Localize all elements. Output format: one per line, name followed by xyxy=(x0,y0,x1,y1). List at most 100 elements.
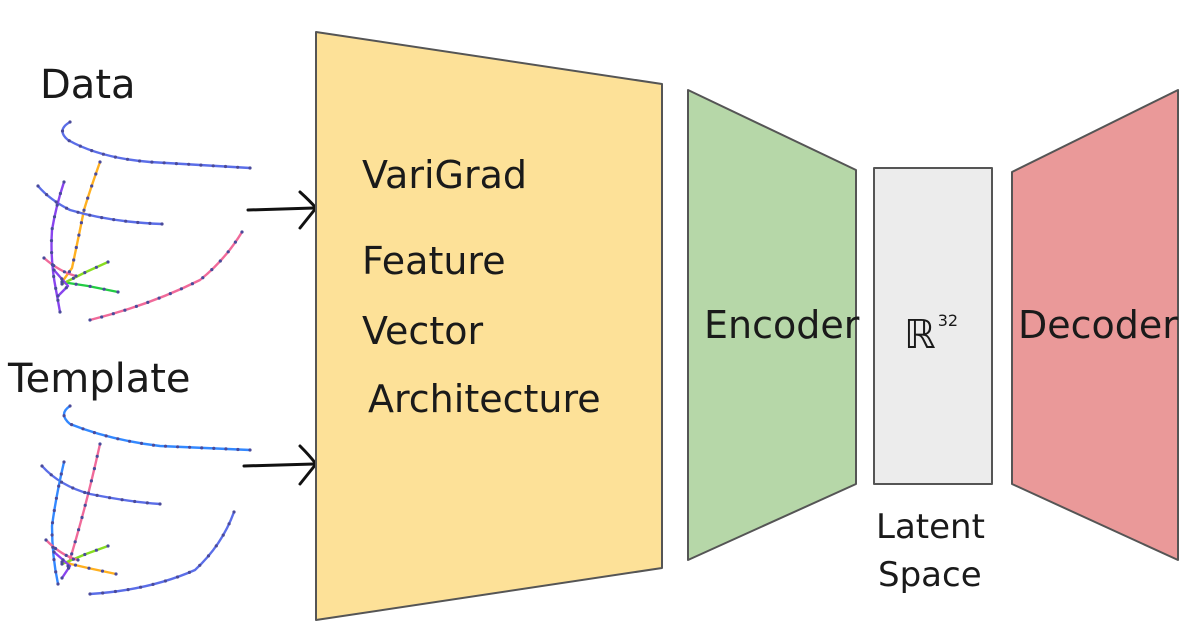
skeleton-joint-marker xyxy=(57,484,61,488)
skeleton-joint-marker xyxy=(44,538,48,542)
skeleton-joint-marker xyxy=(146,300,150,304)
data-curve-fingers-a xyxy=(60,280,120,294)
skeleton-joint-marker xyxy=(77,528,81,532)
skeleton-joint-marker xyxy=(138,159,142,163)
skeleton-joint-marker xyxy=(179,287,183,291)
skeleton-joint-marker xyxy=(188,445,192,449)
skeleton-joint-marker xyxy=(50,533,54,537)
skeleton-joint-marker xyxy=(60,129,65,133)
skeleton-joint-marker xyxy=(54,286,58,290)
data-curve-top xyxy=(61,120,252,170)
skeleton-joint-marker xyxy=(187,570,191,575)
data-label: Data xyxy=(40,62,136,108)
template-curve-fingers-c xyxy=(52,550,72,580)
skeleton-joint-marker xyxy=(139,585,143,589)
skeleton-joint-marker xyxy=(236,447,240,452)
skeleton-joint-marker xyxy=(226,250,230,254)
skeleton-joint-marker xyxy=(77,233,81,237)
skeleton-joint-marker xyxy=(67,270,71,274)
skeleton-joint-marker xyxy=(83,552,87,557)
skeleton-joint-marker xyxy=(79,221,83,225)
skeleton-joint-marker xyxy=(50,521,55,525)
skeleton-joint-marker xyxy=(101,152,105,156)
skeleton-joint-marker xyxy=(120,498,124,502)
skeleton-joint-marker xyxy=(58,191,63,196)
feature-line-2: Feature xyxy=(362,239,506,283)
skeleton-joint-marker xyxy=(67,566,71,570)
skeleton-joint-marker xyxy=(52,215,57,219)
encoder-label: Encoder xyxy=(704,303,860,347)
skeleton-joint-marker xyxy=(102,287,106,291)
skeleton-joint-marker xyxy=(187,162,191,166)
skeleton-joint-marker xyxy=(76,558,80,562)
skeleton-joint-marker xyxy=(125,157,130,161)
skeleton-joint-marker xyxy=(87,566,91,570)
skeleton-joint-marker xyxy=(82,208,86,212)
skeleton-joint-marker xyxy=(62,414,66,418)
skeleton-joint-marker xyxy=(94,265,98,269)
skeleton-joint-marker xyxy=(55,203,59,207)
skeleton-joint-marker xyxy=(100,315,104,319)
skeleton-joint-marker xyxy=(124,219,128,223)
skeleton-joint-marker xyxy=(54,200,58,204)
skeleton-joint-marker xyxy=(52,558,56,562)
feature-line-3: Vector xyxy=(362,309,483,353)
arrow-template-to-feature xyxy=(242,444,318,486)
skeleton-joint-marker xyxy=(223,164,228,169)
skeleton-joint-marker xyxy=(59,480,64,484)
skeleton-joint-marker xyxy=(233,240,237,244)
skeleton-joint-marker xyxy=(74,282,78,286)
skeleton-joint-marker xyxy=(58,310,62,314)
skeleton-joint-marker xyxy=(174,162,178,166)
skeleton-joint-marker xyxy=(240,230,244,234)
skeleton-joint-marker xyxy=(68,404,72,408)
skeleton-joint-marker xyxy=(151,443,156,447)
arrow-data-to-feature xyxy=(246,190,318,230)
skeleton-joint-marker xyxy=(88,592,92,596)
skeleton-joint-marker xyxy=(49,473,53,477)
skeleton-joint-marker xyxy=(56,298,60,302)
skeleton-joint-marker xyxy=(54,496,59,500)
skeleton-joint-marker xyxy=(94,172,98,176)
encoder-block xyxy=(687,89,857,561)
skeleton-joint-marker xyxy=(212,446,216,450)
skeleton-joint-marker xyxy=(60,282,64,286)
skeleton-joint-marker xyxy=(206,554,211,558)
skeleton-joint-marker xyxy=(106,260,110,264)
skeleton-joint-marker xyxy=(78,144,82,148)
skeleton-joint-marker xyxy=(73,540,77,544)
skeleton-joint-marker xyxy=(88,284,92,288)
skeleton-joint-marker xyxy=(45,193,49,197)
skeleton-joint-marker xyxy=(68,120,72,124)
skeleton-joint-marker xyxy=(52,268,56,272)
latent-caption-line-1: Latent xyxy=(876,507,985,547)
skeleton-joint-marker xyxy=(92,431,96,435)
skeleton-joint-marker xyxy=(176,445,180,449)
feature-block xyxy=(315,31,663,621)
skeleton-joint-marker xyxy=(89,479,93,483)
skeleton-joint-marker xyxy=(198,563,202,567)
skeleton-joint-marker xyxy=(100,216,104,220)
skeleton-joint-marker xyxy=(52,550,56,554)
skeleton-joint-marker xyxy=(221,533,225,537)
skeleton-joint-marker xyxy=(218,259,222,263)
skeleton-joint-marker xyxy=(54,570,58,574)
skeleton-joint-marker xyxy=(60,277,64,281)
skeleton-joint-marker xyxy=(210,268,214,272)
skeleton-joint-marker xyxy=(211,164,215,168)
skeleton-joint-marker xyxy=(248,448,252,452)
skeleton-joint-marker xyxy=(71,276,75,280)
skeleton-joint-marker xyxy=(92,467,96,471)
skeleton-joint-marker xyxy=(128,439,132,443)
skeleton-joint-marker xyxy=(158,502,162,506)
skeleton-joint-marker xyxy=(62,270,66,274)
skeleton-joint-marker xyxy=(81,427,85,431)
skeleton-joint-marker xyxy=(62,180,66,184)
template-curve-neck xyxy=(66,442,102,568)
skeleton-joint-marker xyxy=(40,464,44,468)
skeleton-joint-marker xyxy=(199,163,203,167)
skeleton-joint-marker xyxy=(163,579,167,583)
skeleton-joint-marker xyxy=(160,222,164,226)
skeleton-joint-marker xyxy=(95,493,99,497)
